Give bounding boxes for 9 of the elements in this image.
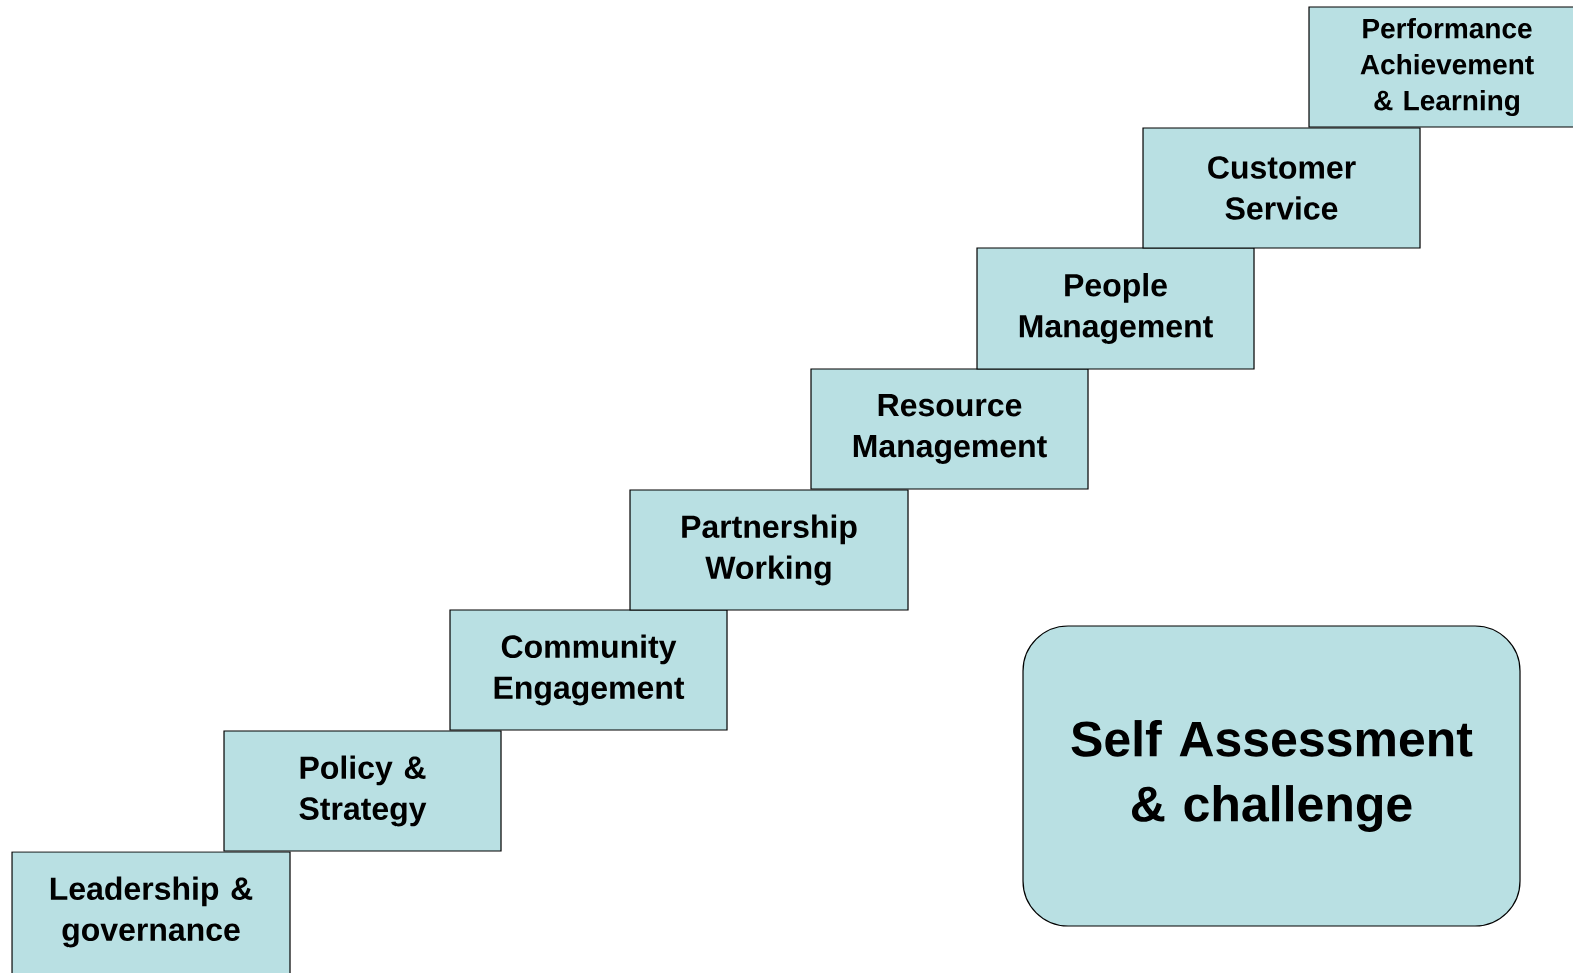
- box-label: Leadership & governance: [50, 876, 253, 948]
- box-label: People Management: [1019, 273, 1213, 344]
- box-label: Self Assessment & challenge: [1071, 720, 1473, 832]
- box-label: Customer Service: [1208, 156, 1356, 220]
- box-label: Resource Management: [853, 394, 1047, 464]
- box-label: Partnership Working: [682, 514, 857, 586]
- box-label: Policy & Strategy: [299, 755, 427, 827]
- box-label: Community Engagement: [494, 634, 685, 706]
- box-label: Performance Achievement & Learning: [1360, 17, 1534, 117]
